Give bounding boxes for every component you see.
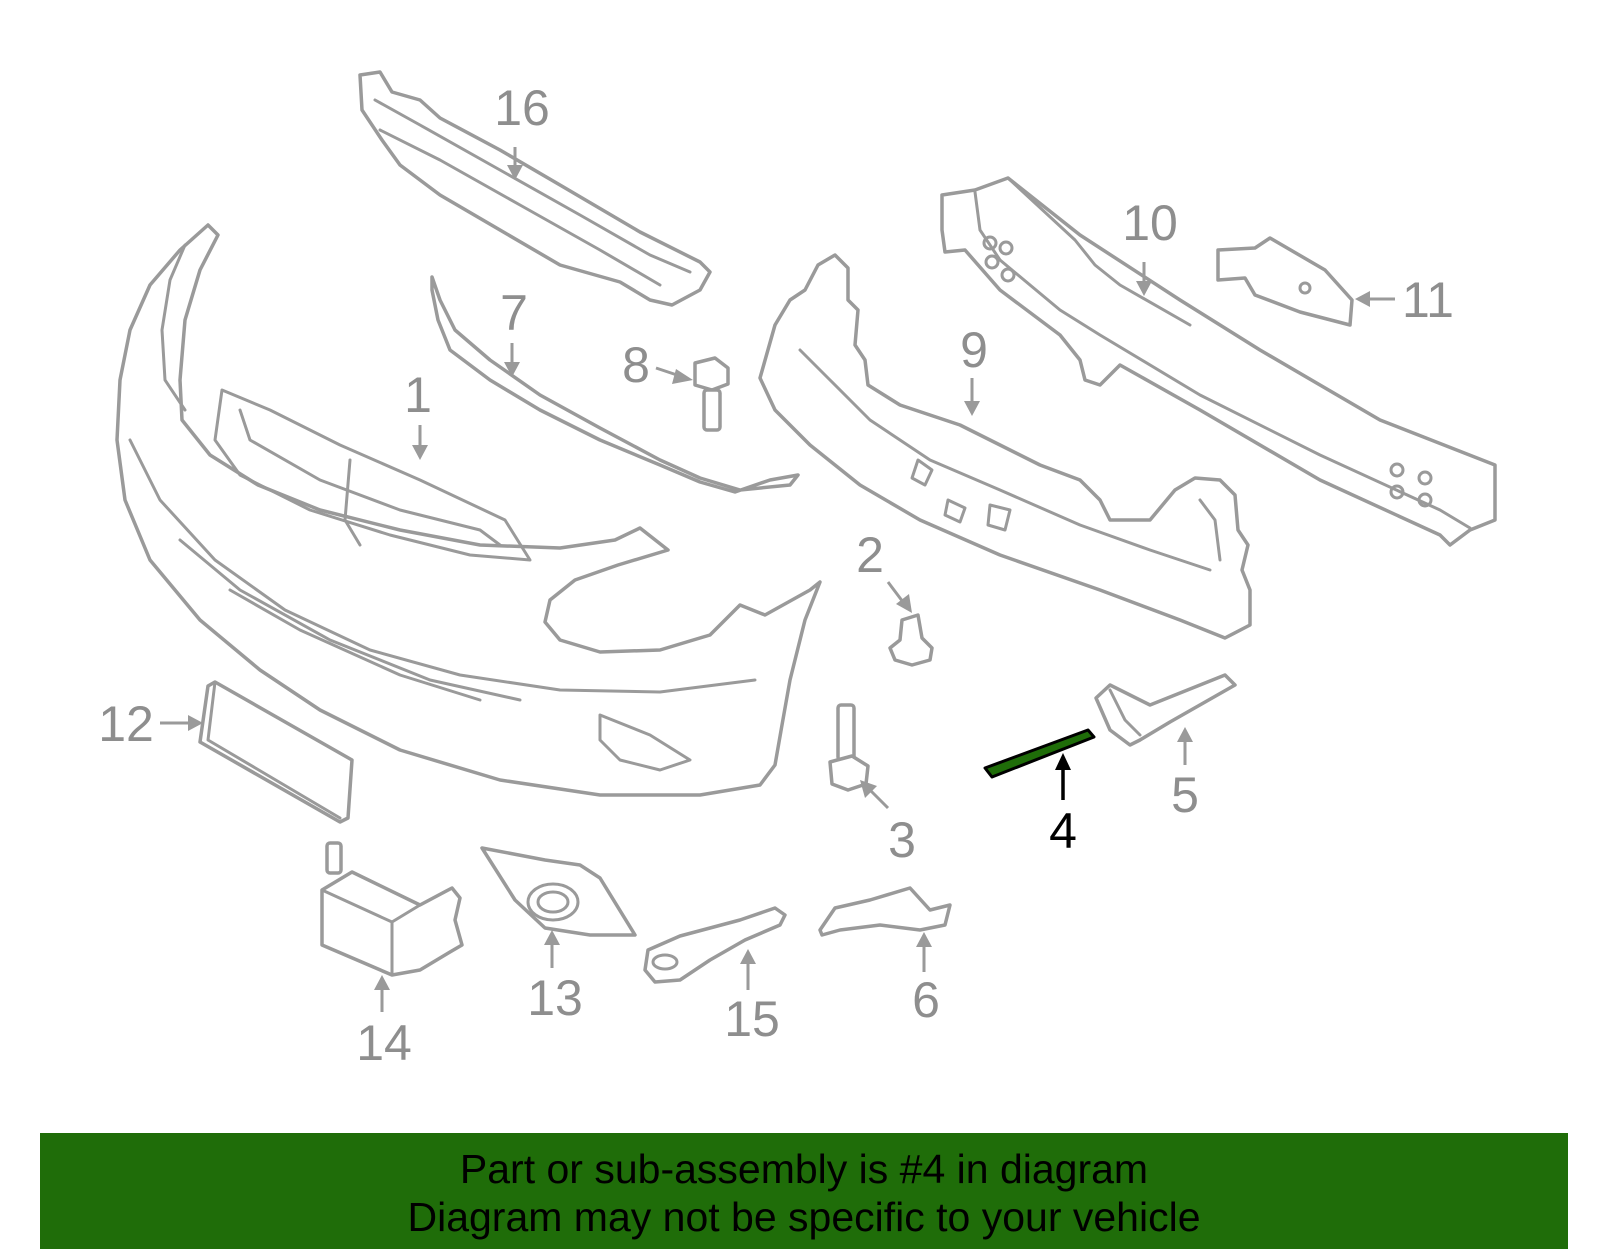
callout-11[interactable]: 11: [1402, 272, 1454, 328]
callout-labels: 16 7 1 8 9 10 11 2 12 3 5 4 6 13 15 14: [98, 80, 1454, 1071]
callout-5[interactable]: 5: [1171, 767, 1199, 823]
part-3-bolt[interactable]: [828, 703, 870, 792]
part-12-reflector[interactable]: [198, 680, 354, 824]
callout-8[interactable]: 8: [622, 337, 650, 393]
part-2-clip[interactable]: [888, 613, 934, 667]
part-4-strip-highlighted[interactable]: [983, 728, 1096, 779]
callout-10[interactable]: 10: [1122, 195, 1178, 251]
part-7-molding[interactable]: [430, 275, 800, 494]
callout-4[interactable]: 4: [1049, 803, 1077, 859]
part-1-bumper-cover[interactable]: [115, 223, 822, 797]
callout-9[interactable]: 9: [960, 322, 988, 378]
part-15-tow-hook[interactable]: [643, 906, 787, 984]
part-16-upper-strip[interactable]: [358, 70, 712, 307]
info-banner: Part or sub-assembly is #4 in diagram Di…: [40, 1133, 1568, 1249]
callout-6[interactable]: 6: [912, 972, 940, 1028]
callout-14[interactable]: 14: [356, 1015, 412, 1071]
part-10-reinforcement[interactable]: [940, 176, 1497, 547]
banner-line-1: Part or sub-assembly is #4 in diagram: [459, 1146, 1149, 1192]
callout-arrows: [160, 147, 1395, 1012]
callout-13[interactable]: 13: [527, 970, 583, 1026]
callout-1[interactable]: 1: [404, 367, 432, 423]
part-8-bolt[interactable]: [693, 356, 730, 432]
callout-2[interactable]: 2: [856, 527, 884, 583]
part-5-bracket[interactable]: [1094, 673, 1237, 747]
part-11-bracket[interactable]: [1216, 236, 1354, 327]
callout-7[interactable]: 7: [500, 285, 528, 341]
banner-line-2: Diagram may not be specific to your vehi…: [407, 1194, 1201, 1240]
part-6-bracket[interactable]: [818, 886, 952, 937]
callout-12[interactable]: 12: [98, 696, 154, 752]
part-14-sensor[interactable]: [320, 841, 464, 977]
part-9-absorber[interactable]: [758, 253, 1252, 640]
part-13-fog-bezel[interactable]: [480, 846, 637, 937]
callout-16[interactable]: 16: [494, 80, 550, 136]
callout-3[interactable]: 3: [888, 812, 916, 868]
callout-15[interactable]: 15: [724, 991, 780, 1047]
